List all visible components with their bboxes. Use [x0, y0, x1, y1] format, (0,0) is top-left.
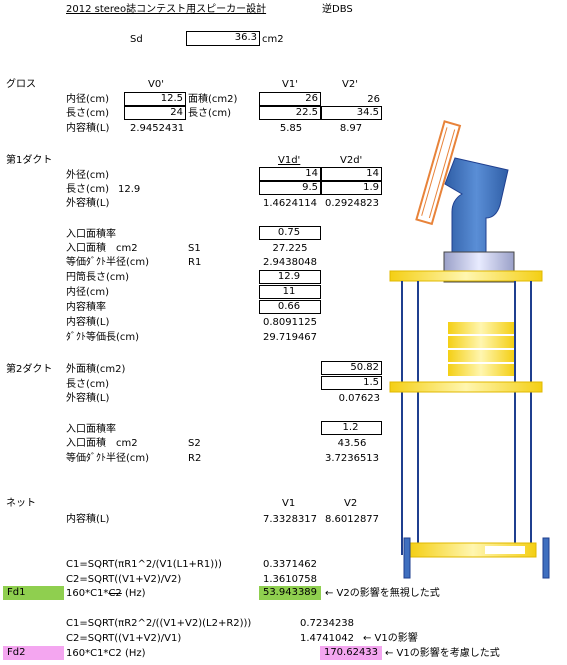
duct1-section-label: 第1ダクト [6, 155, 53, 166]
fd1-c1-value: 0.3371462 [262, 559, 318, 570]
duct2-inlet-area-symbol: S2 [188, 438, 201, 449]
duct1-inner-dia-label: 内径(cm) [66, 287, 110, 298]
gross-volume-v0: 2.9452431 [130, 123, 185, 134]
duct1-vol-ratio-label: 内容積率 [66, 302, 106, 313]
duct1-inner-vol-value: 0.8091125 [262, 317, 318, 328]
net-volume-label: 内容積(L) [66, 514, 110, 525]
fd1-formula: 160*C1*C2 (Hz) [66, 588, 146, 599]
fd1-c2-formula: C2=SQRT((V1+V2)/V2) [66, 574, 182, 585]
net-section-label: ネット [6, 498, 36, 509]
duct1-length-label: 長さ(cm) [66, 184, 110, 195]
gross-volume-label: 内容積(L) [66, 123, 110, 134]
duct1-eq-len-value: 29.719467 [262, 332, 318, 343]
duct1-outer-vol-v1: 1.4624114 [262, 198, 318, 209]
duct1-length-value: 12.9 [118, 184, 141, 195]
design-type-label: 逆DBS [322, 4, 353, 15]
fd2-c2-value: 1.4741042 [299, 633, 355, 644]
gross-length-label: 長さ(cm) [66, 108, 110, 119]
col-v2-header: V2' [342, 79, 358, 90]
duct2-length-input[interactable]: 1.5 [321, 376, 382, 390]
duct1-inlet-ratio-label: 入口面積率 [66, 229, 116, 240]
gross-volume-v1: 5.85 [279, 123, 303, 134]
duct1-outer-dia-v2-input[interactable]: 14 [321, 167, 382, 181]
fd2-note: ← V1の影響を考慮した式 [385, 648, 500, 659]
duct1-eq-radius-label: 等価ﾀﾞｸﾄ半径(cm) [66, 257, 150, 268]
fd2-c2-formula: C2=SQRT((V1+V2)/V1) [66, 633, 182, 644]
duct2-inlet-area-value: 43.56 [337, 438, 367, 449]
page-title: 2012 stereo誌コンテスト用スピーカー設計 [66, 4, 267, 15]
duct1-inner-vol-label: 内容積(L) [66, 317, 110, 328]
duct1-length-v1-input[interactable]: 9.5 [259, 181, 321, 195]
sd-input[interactable]: 36.3 [186, 31, 260, 46]
duct2-inlet-ratio-input[interactable]: 1.2 [321, 421, 382, 435]
gross-area-label: 面積(cm2) [188, 94, 238, 105]
duct2-eq-radius-value: 3.7236513 [324, 453, 380, 464]
duct2-outer-area-input[interactable]: 50.82 [321, 361, 382, 375]
fd2-label: Fd2 [3, 646, 64, 660]
duct2-section-label: 第2ダクト [6, 364, 53, 375]
fd2-c2-note: ← V1の影響 [363, 633, 418, 644]
gross-length-v2-input[interactable]: 34.5 [321, 106, 382, 120]
fd1-note: ← V2の影響を無視した式 [325, 588, 440, 599]
gross-inner-dia-input[interactable]: 12.5 [124, 92, 186, 106]
duct1-eq-radius-value: 2.9438048 [262, 257, 318, 268]
fd2-c1-value: 0.7234238 [299, 618, 355, 629]
duct1-vol-ratio-input[interactable]: 0.66 [259, 300, 321, 314]
duct2-outer-vol-value: 0.07623 [338, 393, 380, 404]
net-col-v1-header: V1 [282, 498, 296, 509]
duct1-inlet-area-symbol: S1 [188, 243, 201, 254]
net-volume-v1: 7.3328317 [262, 514, 318, 525]
sd-unit: cm2 [262, 34, 284, 45]
duct2-length-label: 長さ(cm) [66, 379, 110, 390]
duct1-inlet-area-label: 入口面積 cm2 [66, 243, 138, 254]
duct1-inlet-area-value: 27.225 [272, 243, 308, 254]
fd2-result: 170.62433 [320, 646, 382, 660]
gross-length-v1-input[interactable]: 22.5 [259, 106, 321, 120]
fd2-c1-formula: C1=SQRT(πR2^2/((V1+V2)(L2+R2))) [66, 618, 252, 629]
sd-label: Sd [130, 34, 143, 45]
fd1-c1-formula: C1=SQRT(πR1^2/(V1(L1+R1))) [66, 559, 222, 570]
gross-length-v0-input[interactable]: 24 [124, 106, 186, 120]
gross-volume-v2: 8.97 [339, 123, 363, 134]
duct1-outer-vol-v2: 0.2924823 [324, 198, 380, 209]
duct2-outer-area-label: 外面積(cm2) [66, 364, 126, 375]
duct1-outer-vol-label: 外容積(L) [66, 198, 110, 209]
duct2-inlet-ratio-label: 入口面積率 [66, 424, 116, 435]
net-col-v2-header: V2 [344, 498, 358, 509]
duct1-eq-radius-symbol: R1 [188, 257, 202, 268]
col-v0-header: V0' [148, 79, 164, 90]
fd1-label: Fd1 [3, 586, 64, 600]
duct1-outer-dia-v1-input[interactable]: 14 [259, 167, 321, 181]
col-v2d-header: V2d' [340, 155, 363, 166]
duct2-eq-radius-label: 等価ﾀﾞｸﾄ半径(cm) [66, 453, 150, 464]
col-v1d-header: V1d' [278, 155, 301, 166]
gross-inner-dia-label: 内径(cm) [66, 94, 110, 105]
gross-area-v2-value: 26 [367, 94, 380, 105]
col-v1-header: V1' [282, 79, 298, 90]
gross-area-v1-input[interactable]: 26 [259, 92, 321, 106]
fd1-result: 53.943389 [259, 586, 321, 600]
gross-length-label-2: 長さ(cm) [188, 108, 232, 119]
duct1-cyl-len-label: 円筒長さ(cm) [66, 272, 130, 283]
fd1-c2-value: 1.3610758 [262, 574, 318, 585]
duct1-cyl-len-input[interactable]: 12.9 [259, 270, 321, 284]
duct1-inner-dia-input[interactable]: 11 [259, 285, 321, 299]
duct2-eq-radius-symbol: R2 [188, 453, 202, 464]
gross-section-label: グロス [6, 79, 36, 90]
fd2-formula: 160*C1*C2 (Hz) [66, 648, 146, 659]
duct1-outer-dia-label: 外径(cm) [66, 170, 110, 181]
duct1-inlet-ratio-input[interactable]: 0.75 [259, 226, 321, 240]
net-volume-v2: 8.6012877 [324, 514, 380, 525]
duct1-eq-len-label: ﾀﾞｸﾄ等価長(cm) [66, 332, 140, 343]
duct2-inlet-area-label: 入口面積 cm2 [66, 438, 138, 449]
duct2-outer-vol-label: 外容積(L) [66, 393, 110, 404]
duct1-length-v2-input[interactable]: 1.9 [321, 181, 382, 195]
